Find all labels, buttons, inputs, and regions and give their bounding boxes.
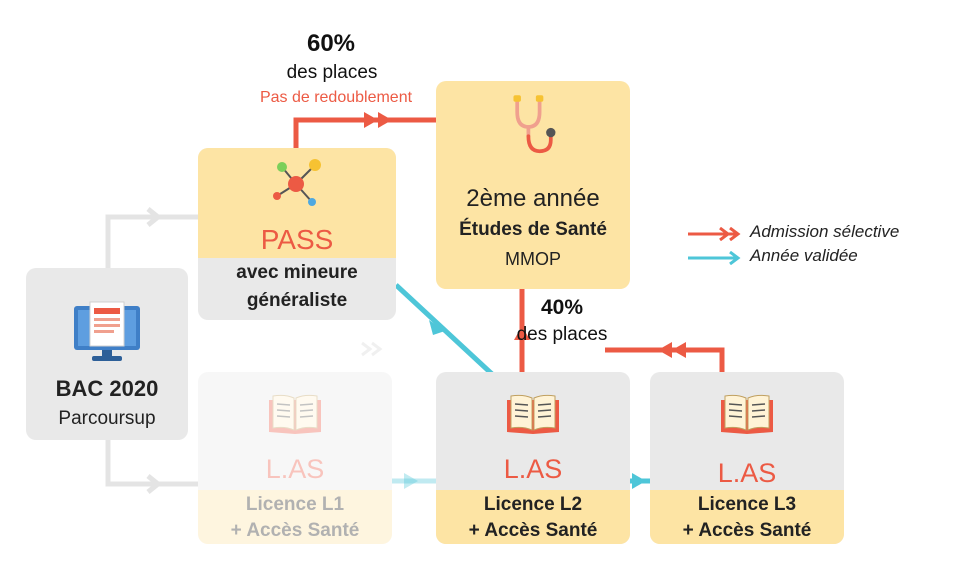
legend-item-admission: Admission sélective: [688, 222, 948, 244]
las-l3-box: L.AS Licence L3 + Accès Santé: [650, 372, 844, 544]
open-book-icon: [507, 394, 559, 434]
bac-line1: BAC 2020: [55, 376, 159, 401]
legend-item-validated: Année validée: [688, 246, 948, 268]
bac-branch-arrows: [146, 207, 163, 494]
las-l2-line2: + Accès Santé: [468, 520, 598, 541]
faint-arrows: [361, 341, 383, 357]
las-l2-footer: [436, 490, 630, 544]
mid-percent: 40%: [540, 296, 584, 319]
pass-box: PASS avec mineure généraliste: [198, 148, 396, 320]
arrow-cyan-icon: [688, 251, 741, 265]
mid-places: des places: [516, 324, 608, 345]
stethoscope-icon: [513, 95, 556, 154]
legend: Admission sélective Année validée: [688, 222, 948, 272]
top-percent: 60%: [306, 30, 356, 57]
l3-to-year2-line: [605, 347, 725, 372]
las-l3-line1: Licence L3: [697, 494, 797, 515]
pass-line1: avec mineure: [236, 262, 358, 283]
las-l1-box: L.AS Licence L1 + Accès Santé: [198, 372, 392, 544]
l3-to-year2-arrows: [658, 342, 686, 358]
open-book-icon: [269, 394, 321, 434]
pass-line2: généraliste: [246, 290, 348, 311]
pass-to-l2-line: [394, 283, 494, 376]
las-l1-line1: Licence L1: [245, 494, 345, 515]
las-l1-footer: [198, 490, 392, 544]
top-places: des places: [286, 62, 378, 83]
bac-box: BAC 2020 Parcoursup: [26, 268, 188, 440]
bac-branch-lines: [105, 214, 198, 487]
pass-box-header: [198, 148, 396, 258]
las-l3-title: L.AS: [717, 458, 777, 488]
las-l3-footer: [650, 490, 844, 544]
las-l2-line1: Licence L2: [483, 494, 583, 515]
double-arrow-red-icon: [688, 227, 741, 241]
las-l2-box: L.AS Licence L2 + Accès Santé: [436, 372, 630, 544]
computer-document-icon: [74, 301, 140, 361]
l2-to-year2-arrow: [514, 326, 530, 340]
l2-to-l3-arrow: [632, 473, 646, 489]
l1-to-l2-arrow: [404, 473, 418, 489]
year2-line3: MMOP: [505, 249, 561, 269]
bac-line2: Parcoursup: [58, 408, 156, 429]
open-book-icon: [721, 394, 773, 434]
las-l2-title: L.AS: [503, 454, 563, 484]
year2-line2: Études de Santé: [459, 219, 607, 240]
pass-title: PASS: [260, 224, 334, 255]
legend-label-admission: Admission sélective: [750, 222, 900, 241]
las-l1-title: L.AS: [265, 454, 325, 484]
year2-box: 2ème année Études de Santé MMOP: [436, 81, 630, 289]
las-l3-line2: + Accès Santé: [682, 520, 812, 541]
pass-to-l2-arrow: [429, 320, 445, 335]
las-l1-line2: + Accès Santé: [230, 520, 360, 541]
top-note: Pas de redoublement: [259, 89, 413, 106]
legend-label-validated: Année validée: [750, 246, 858, 265]
year2-line1: 2ème année: [466, 185, 600, 212]
pass-to-year2-arrows: [364, 112, 392, 128]
molecule-icon: [273, 159, 321, 206]
